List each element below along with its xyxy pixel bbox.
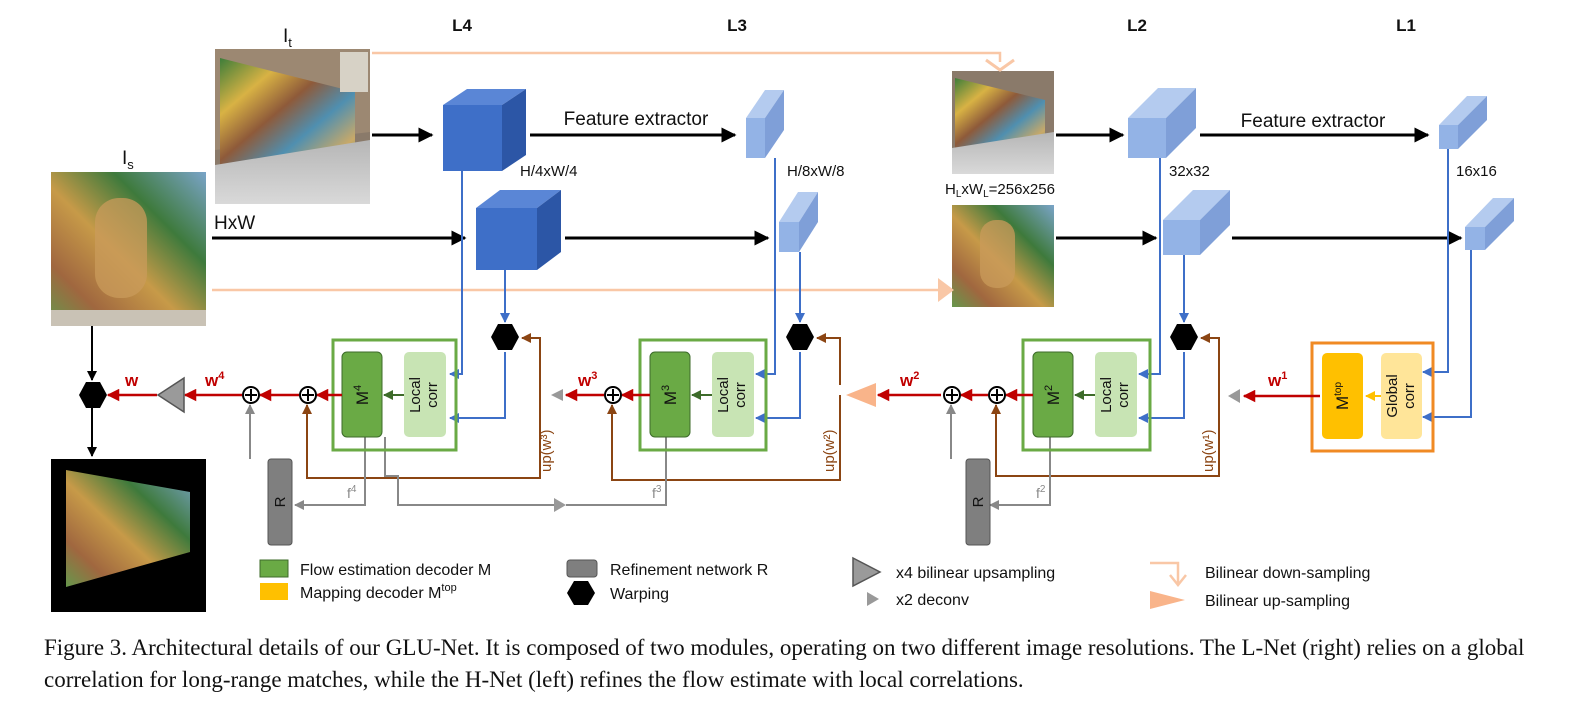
warped-output-image — [51, 459, 206, 612]
decoder-m3-label: M3 — [660, 385, 680, 405]
source-image — [51, 172, 206, 326]
target-image — [215, 49, 370, 204]
refinement-network-r-l4: R — [267, 458, 293, 546]
feature-cube-l4-source — [476, 190, 561, 270]
legend-x4-upsampling: x4 bilinear upsampling — [896, 565, 1055, 582]
svg-text:R: R — [272, 496, 289, 507]
svg-text:R: R — [970, 496, 987, 507]
decoder-block-l3: M3 Local corr — [638, 338, 768, 452]
legend-mapping-decoder: Mapping decoder Mtop — [300, 582, 457, 602]
label-f3: f3 — [652, 484, 662, 501]
decoder-m4-label: M4 — [352, 385, 372, 405]
resolution-hxw: HxW — [214, 213, 255, 234]
label-f2: f2 — [1036, 484, 1046, 501]
decoder-m2-label: M2 — [1043, 385, 1063, 405]
level-l2: L2 — [1127, 16, 1147, 35]
decoder-block-l2: M2 Local corr — [1021, 338, 1152, 452]
legend-x2-deconv-icon — [867, 592, 879, 606]
legend-warping: Warping — [610, 586, 669, 603]
label-w: w — [124, 371, 139, 390]
decoder-block-l4: M4 Local corr — [331, 338, 458, 452]
feature-cube-l3-source — [779, 192, 818, 252]
source-image-label: Is — [122, 148, 134, 172]
label-w4: w4 — [204, 370, 225, 390]
decoder-block-l1: Mtop Global corr — [1310, 341, 1435, 453]
sum-node-l3 — [604, 386, 622, 404]
legend-x4-upsampling-icon — [852, 556, 882, 588]
local-corr-label-l4: Local — [407, 377, 424, 413]
label-up-w2: up(w²) — [821, 429, 838, 472]
sum-node-l4-a — [299, 386, 317, 404]
feature-cube-l1-target — [1439, 96, 1487, 149]
local-corr-label-l3b: corr — [732, 382, 749, 408]
resolution-h8w8: H/8xW/8 — [787, 163, 845, 180]
feature-extractor-label-l4: Feature extractor — [564, 109, 709, 130]
warping-hexagon-l3 — [786, 324, 814, 350]
label-up-w1: up(w¹) — [1200, 429, 1217, 472]
label-w2: w2 — [899, 370, 919, 390]
legend-bilinear-up-icon — [1150, 591, 1185, 609]
figure-caption: Figure 3. Architectural details of our G… — [44, 635, 1525, 692]
mapping-decoder-label: Mtop — [1333, 382, 1352, 411]
warping-hexagon-l4 — [491, 324, 519, 350]
sum-node-l2-b — [943, 386, 961, 404]
level-l3: L3 — [727, 16, 747, 35]
feature-cube-l2-target — [1128, 88, 1196, 158]
target-image-label: It — [283, 26, 292, 50]
legend-x2-deconv: x2 deconv — [896, 592, 969, 609]
legend: Flow estimation decoder M Mapping decode… — [259, 556, 1370, 610]
label-w1: w1 — [1267, 370, 1287, 390]
label-f4: f4 — [347, 484, 357, 501]
feature-cube-l4-target — [443, 89, 526, 171]
feature-cube-l3-target — [746, 90, 784, 158]
legend-bilinear-up: Bilinear up-sampling — [1205, 593, 1350, 610]
label-up-w3: up(w³) — [538, 429, 555, 472]
sum-node-l2-a — [988, 386, 1006, 404]
legend-refinement: Refinement network R — [610, 562, 768, 579]
warping-hexagon-output — [79, 382, 107, 408]
target-image-downsampled — [952, 71, 1054, 174]
resolution-32x32: 32x32 — [1169, 163, 1210, 180]
legend-swatch-refinement — [566, 559, 598, 578]
bilinear-up-arrow-flow — [846, 383, 876, 407]
feature-cube-l1-source — [1465, 198, 1514, 250]
level-l1: L1 — [1396, 16, 1416, 35]
deconv-arrow-l1 — [1228, 389, 1240, 403]
legend-flow-decoder: Flow estimation decoder M — [300, 562, 491, 579]
deconv-arrow-l3 — [551, 389, 563, 401]
local-corr-label-l2b: corr — [1115, 382, 1132, 408]
resolution-h4w4: H/4xW/4 — [520, 163, 578, 180]
refinement-network-r-l2: R — [965, 458, 991, 546]
x4-upsampling-triangle — [156, 376, 185, 414]
legend-swatch-flow-decoder — [259, 559, 289, 578]
resolution-16x16: 16x16 — [1456, 163, 1497, 180]
local-corr-label-l2: Local — [1098, 377, 1115, 413]
source-image-downsampled — [952, 205, 1054, 307]
bilinear-up-arrow-image — [938, 278, 954, 302]
legend-swatch-mapping-decoder — [260, 583, 288, 600]
legend-bilinear-down-icon — [1150, 561, 1180, 583]
global-corr-label: Global — [1384, 374, 1401, 417]
deconv-arrow-f4 — [554, 498, 566, 512]
feature-extractor-label-l2: Feature extractor — [1241, 111, 1386, 132]
legend-bilinear-down: Bilinear down-sampling — [1205, 565, 1370, 582]
resolution-hlwl: HLxWL=256x256 — [945, 181, 1055, 200]
global-corr-label-b: corr — [1401, 383, 1418, 409]
local-corr-label-l3: Local — [715, 377, 732, 413]
feature-cube-l2-source — [1163, 190, 1230, 255]
local-corr-label-l4b: corr — [424, 382, 441, 408]
sum-node-l4-b — [242, 386, 260, 404]
warping-hexagon-l2 — [1170, 324, 1198, 350]
label-w3: w3 — [577, 370, 597, 390]
level-l4: L4 — [452, 16, 472, 35]
legend-warping-icon — [567, 581, 595, 605]
